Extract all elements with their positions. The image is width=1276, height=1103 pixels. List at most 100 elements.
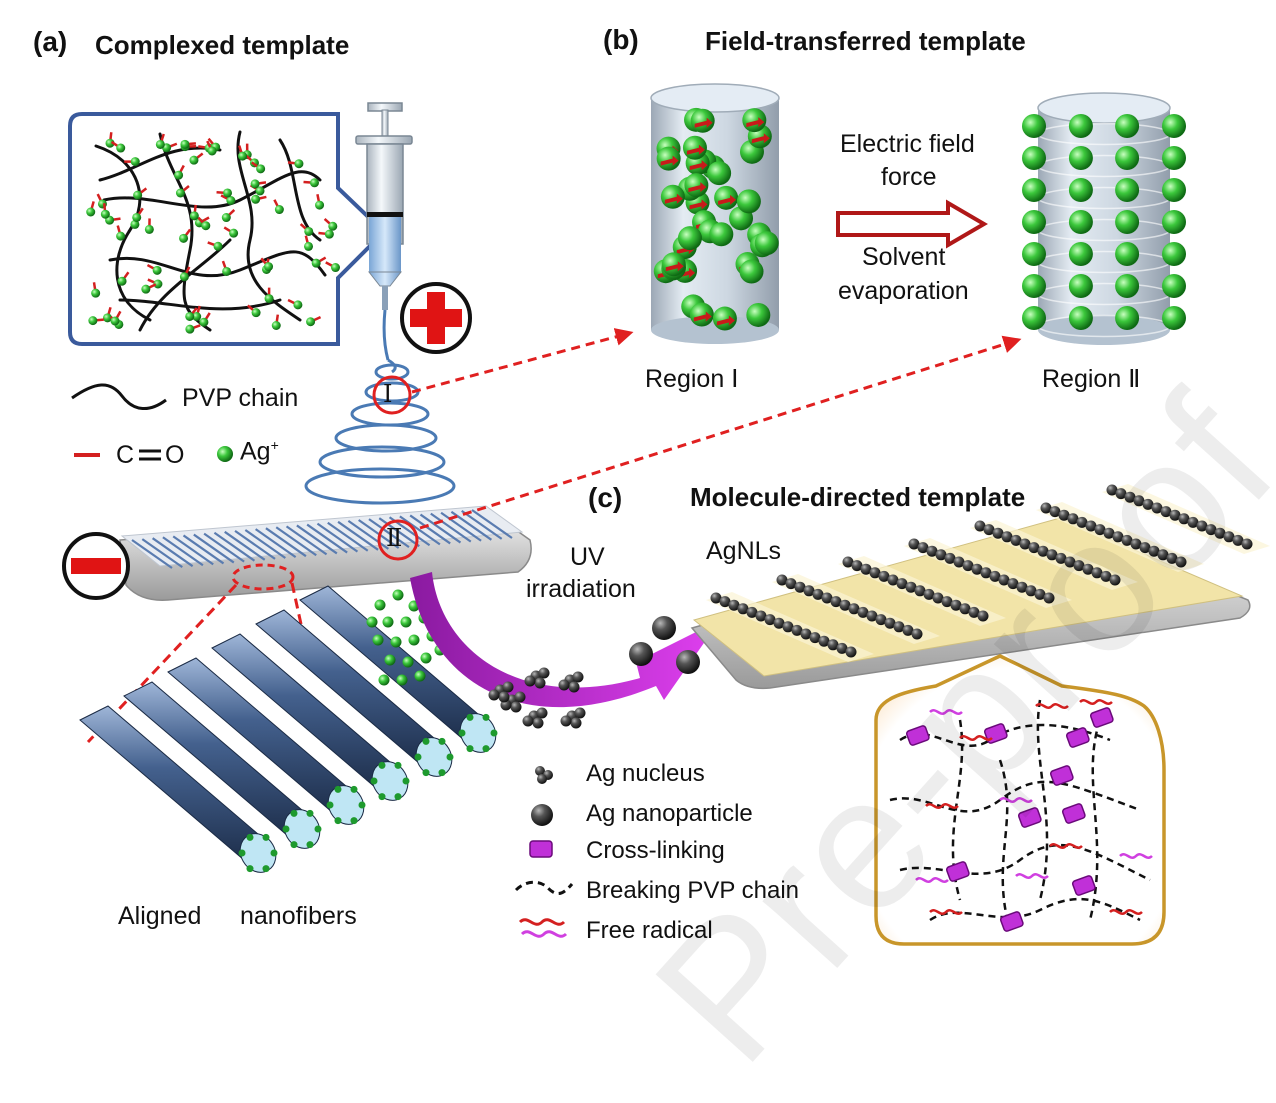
- ag-ion-dot: [214, 242, 223, 251]
- nanofiber-ag-dot: [467, 714, 474, 721]
- free-ag-ion: [373, 635, 384, 646]
- pvp-chain-legend-glyph: [72, 385, 166, 409]
- nanofiber-ag-dot: [239, 850, 246, 857]
- free-ag-ion: [415, 671, 426, 682]
- panel-b-label: (b): [603, 24, 639, 56]
- ag-ion-dot: [176, 189, 185, 198]
- co-c-label: C: [116, 441, 134, 470]
- panel-c-title: Molecule-directed template: [690, 482, 1025, 513]
- cylinder-top: [1038, 93, 1170, 123]
- ag-ion-dot: [185, 325, 194, 334]
- solvent-label-line1: Solvent: [862, 243, 945, 272]
- nanofiber-ag-dot: [483, 714, 490, 721]
- nanofiber-ag-dot: [379, 762, 386, 769]
- nanofiber-ag-dot: [439, 738, 446, 745]
- ag-ion-dot: [238, 152, 247, 161]
- nanofiber-ag-dot: [371, 778, 378, 785]
- nanofiber-ag-dot: [263, 834, 270, 841]
- ag-sphere: [1115, 114, 1139, 138]
- ag-nucleus: [569, 682, 580, 693]
- nanofiber-ag-dot: [327, 802, 334, 809]
- ag-sphere: [1022, 114, 1046, 138]
- positive-electrode-icon: [402, 284, 470, 352]
- force-label-line2: force: [881, 163, 937, 192]
- nanofiber-ag-dot: [351, 817, 358, 824]
- crosslink-legend-glyph: [530, 841, 552, 857]
- ag-ion-dot: [312, 259, 321, 268]
- pvp-chain-label: PVP chain: [182, 384, 298, 413]
- uv-label-line1: UV: [570, 543, 605, 572]
- ag-ion-dot: [275, 205, 284, 214]
- ag-sphere: [714, 186, 738, 210]
- ag-ion-dot: [201, 221, 210, 230]
- nanofiber-ag-dot: [379, 793, 386, 800]
- ag-sphere: [1069, 306, 1093, 330]
- nanofiber-ag-dot: [335, 786, 342, 793]
- free-radical-magenta-glyph: [522, 932, 566, 937]
- nanofiber-ag-dot: [283, 826, 290, 833]
- ag-ion-dot: [265, 294, 274, 303]
- ag-ion-label: Ag+: [240, 437, 279, 466]
- ag-ion-dot: [189, 156, 198, 165]
- ag-nanoparticle-legend-glyph: [531, 804, 553, 826]
- ag-sphere: [684, 173, 708, 197]
- nanofiber-ag-dot: [247, 865, 254, 872]
- ag-nucleus: [571, 718, 582, 729]
- ag-ion-dot: [251, 195, 260, 204]
- ag-nucleus: [533, 718, 544, 729]
- ag-nucleus-legend-glyph: [535, 766, 553, 784]
- ag-ion-dot: [141, 285, 150, 294]
- ag-sphere: [1069, 178, 1093, 202]
- ag-sphere: [1022, 274, 1046, 298]
- free-ag-ion: [409, 635, 420, 646]
- ag-ion-dot: [132, 213, 141, 222]
- ag-sphere: [713, 307, 737, 331]
- ag-sphere: [1022, 242, 1046, 266]
- panel-a-title: Complexed template: [95, 30, 349, 61]
- negative-electrode-icon: [64, 534, 128, 598]
- ag-sphere: [661, 185, 685, 209]
- ag-sphere: [690, 303, 714, 327]
- nanofiber-ag-dot: [247, 834, 254, 841]
- ag-ion-dot: [331, 263, 340, 272]
- ag-nucleus: [573, 672, 584, 683]
- region-one-cylinder: [651, 84, 779, 344]
- ag-ion-dot: [88, 316, 97, 325]
- ag-nucleus: [515, 692, 526, 703]
- ag-sphere: [691, 109, 715, 133]
- ag-ion-dot: [328, 222, 337, 231]
- ag-sphere: [1115, 146, 1139, 170]
- ag-ion-dot: [111, 316, 120, 325]
- breaking-chain-legend-glyph: [516, 882, 572, 893]
- nanofiber-ag-dot: [483, 745, 490, 752]
- ag-nucleus: [561, 716, 572, 727]
- ag-ion-dot: [91, 289, 100, 298]
- legend-ag-nucleus: Ag nucleus: [586, 760, 705, 788]
- nanofiber-ag-dot: [467, 745, 474, 752]
- ag-ion-dot: [131, 157, 140, 166]
- ag-nucleus: [503, 682, 514, 693]
- ag-ion-dot: [145, 225, 154, 234]
- ag-ion-dot: [86, 207, 95, 216]
- ag-ion-dot: [190, 211, 199, 220]
- nanofiber-ag-dot: [395, 793, 402, 800]
- ag-sphere: [1022, 210, 1046, 234]
- free-ag-ion: [393, 590, 404, 601]
- nanofiber-ag-dot: [459, 730, 466, 737]
- ag-ion-dot: [223, 188, 232, 197]
- ag-ion-dot: [294, 159, 303, 168]
- nanofiber-ag-dot: [315, 826, 322, 833]
- ag-ion-dot: [174, 171, 183, 180]
- ag-ion-dot: [315, 201, 324, 210]
- transfer-arrow-icon: [838, 203, 984, 245]
- free-radical-red-glyph: [520, 920, 564, 925]
- ag-ion-charge: +: [271, 437, 279, 453]
- nanofiber-ag-dot: [291, 841, 298, 848]
- ag-sphere: [755, 231, 779, 255]
- spiral-loop: [306, 469, 454, 503]
- ag-ion-dot: [256, 164, 265, 173]
- free-ag-ion: [385, 655, 396, 666]
- ag-ion-dot: [199, 318, 208, 327]
- region-one-label: Region Ⅰ: [645, 364, 739, 394]
- ag-ion-dot: [272, 321, 281, 330]
